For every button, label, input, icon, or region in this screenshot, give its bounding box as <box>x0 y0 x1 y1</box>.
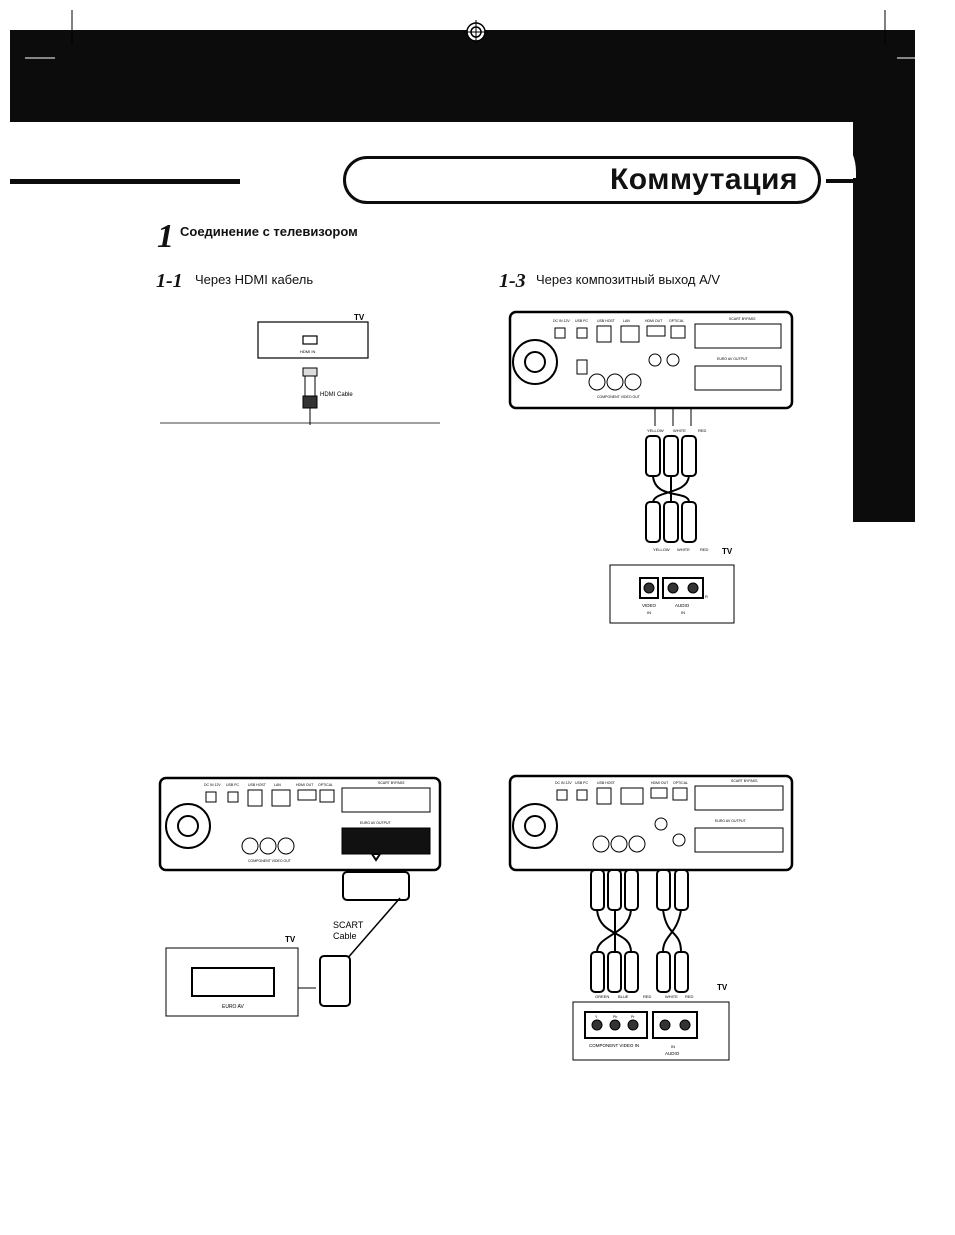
svg-text:RED: RED <box>685 994 694 999</box>
scart-diagram: DC IN 12V USB PC USB HOST LAN HDMI OUT O… <box>158 776 442 1017</box>
hdmi-in-label: HDMI IN <box>300 349 315 354</box>
svg-text:TV: TV <box>285 935 296 944</box>
svg-text:Pb: Pb <box>613 1015 617 1019</box>
title-pill: Коммутация <box>343 156 821 204</box>
svg-text:IN: IN <box>647 610 651 615</box>
sub-composite-title: Через композитный выход A/V <box>536 272 721 287</box>
svg-text:HDMI OUT: HDMI OUT <box>645 319 663 323</box>
svg-text:SCART BYPASS: SCART BYPASS <box>731 779 758 783</box>
svg-text:DC IN 12V: DC IN 12V <box>553 319 570 323</box>
svg-text:USB PC: USB PC <box>226 783 240 787</box>
svg-text:IN: IN <box>681 610 685 615</box>
svg-text:EURO AV OUTPUT: EURO AV OUTPUT <box>715 819 747 823</box>
sub-composite-number: 1-3 <box>499 270 526 292</box>
section-number: 1 <box>157 218 174 255</box>
svg-text:USB HOST: USB HOST <box>597 781 616 785</box>
svg-text:USB HOST: USB HOST <box>597 319 616 323</box>
hdmi-plug-top <box>302 367 318 377</box>
svg-text:BLUE: BLUE <box>618 994 629 999</box>
svg-text:HDMI OUT: HDMI OUT <box>651 781 669 785</box>
svg-text:DC IN 12V: DC IN 12V <box>555 781 572 785</box>
svg-text:TV: TV <box>717 983 728 992</box>
svg-text:VIDEO: VIDEO <box>642 603 657 608</box>
svg-text:USB HOST: USB HOST <box>248 783 267 787</box>
hdmi-plug-bottom <box>302 395 318 409</box>
svg-text:LAN: LAN <box>274 783 281 787</box>
svg-text:TV: TV <box>722 547 733 556</box>
svg-text:SCART: SCART <box>333 920 364 930</box>
hdmi-cable-label: HDMI Cable <box>320 392 353 398</box>
hdmi-tv-label: TV <box>354 313 365 322</box>
hdmi-in-port <box>302 335 318 345</box>
svg-text:RED: RED <box>643 994 652 999</box>
svg-text:HDMI OUT: HDMI OUT <box>296 783 314 787</box>
page-title: Коммутация <box>609 163 798 196</box>
svg-text:OPTICAL: OPTICAL <box>669 319 684 323</box>
svg-text:IN: IN <box>671 1044 675 1049</box>
svg-text:WHITE: WHITE <box>677 547 690 552</box>
scart-tv-panel: TV EURO AV <box>165 935 299 1017</box>
svg-text:RED: RED <box>700 547 709 552</box>
svg-text:Y: Y <box>595 1015 598 1019</box>
svg-text:Cable: Cable <box>333 931 357 941</box>
svg-text:WHITE: WHITE <box>665 994 678 999</box>
svg-text:COMPONENT VIDEO OUT: COMPONENT VIDEO OUT <box>248 859 292 863</box>
svg-text:DC IN 12V: DC IN 12V <box>204 783 221 787</box>
svg-text:GREEN: GREEN <box>595 994 609 999</box>
svg-text:AUDIO: AUDIO <box>675 603 690 608</box>
svg-text:AUDIO: AUDIO <box>665 1051 680 1056</box>
scart-player-panel: DC IN 12V USB PC USB HOST LAN HDMI OUT O… <box>158 776 442 872</box>
svg-text:USB PC: USB PC <box>575 319 589 323</box>
composite-diagram: DC IN 12V USB PC USB HOST LAN HDMI OUT O… <box>508 310 794 624</box>
svg-text:LAN: LAN <box>623 319 630 323</box>
component-cables <box>590 869 689 993</box>
sub-hdmi-number: 1-1 <box>156 270 183 292</box>
side-tab <box>853 122 915 522</box>
composite-player-panel: DC IN 12V USB PC USB HOST LAN HDMI OUT O… <box>508 310 794 410</box>
svg-text:SCART BYPASS: SCART BYPASS <box>729 317 756 321</box>
composite-tv-panel: TV R VIDEO IN AUDIO IN <box>609 547 735 624</box>
svg-text:YELLOW: YELLOW <box>647 428 664 433</box>
svg-text:COMPONENT VIDEO IN: COMPONENT VIDEO IN <box>589 1043 639 1048</box>
section-title: Соединение с телевизором <box>180 224 358 239</box>
right-rule <box>826 179 855 183</box>
registration-marks <box>25 10 930 59</box>
svg-text:OPTICAL: OPTICAL <box>318 783 333 787</box>
header-band <box>10 30 915 122</box>
composite-cable: YELLOW WHITE RED YELLOW WHITE RED <box>645 428 709 552</box>
left-rule <box>10 179 240 184</box>
svg-text:OPTICAL: OPTICAL <box>673 781 688 785</box>
component-tv-panel: TV GREEN BLUE RED WHITE RED Y Pb Pr COMP… <box>572 983 730 1061</box>
hdmi-diagram: TV HDMI IN HDMI Cable <box>160 313 440 425</box>
svg-text:YELLOW: YELLOW <box>653 547 670 552</box>
sub-hdmi-title: Через HDMI кабель <box>195 272 314 287</box>
component-player-panel: DC IN 12V USB PC USB HOST HDMI OUT OPTIC… <box>508 774 794 872</box>
component-diagram: DC IN 12V USB PC USB HOST HDMI OUT OPTIC… <box>508 774 794 1061</box>
svg-text:Pr: Pr <box>631 1015 635 1019</box>
scart-cable: SCART Cable <box>275 853 410 1007</box>
hdmi-cable-body <box>304 375 316 397</box>
svg-text:USB PC: USB PC <box>575 781 589 785</box>
svg-text:WHITE: WHITE <box>673 428 686 433</box>
svg-text:RED: RED <box>698 428 707 433</box>
svg-text:EURO AV OUTPUT: EURO AV OUTPUT <box>717 357 749 361</box>
svg-text:COMPONENT VIDEO OUT: COMPONENT VIDEO OUT <box>597 395 641 399</box>
svg-text:EURO AV: EURO AV <box>222 1004 245 1010</box>
svg-text:SCART BYPASS: SCART BYPASS <box>378 781 405 785</box>
svg-text:EURO AV OUTPUT: EURO AV OUTPUT <box>360 821 392 825</box>
svg-text:R: R <box>705 594 708 599</box>
